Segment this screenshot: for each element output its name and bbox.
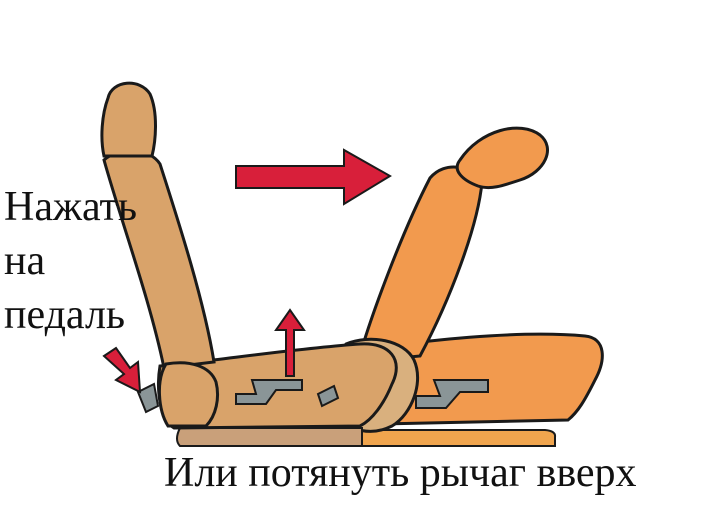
seat-original-position (100, 81, 398, 447)
seat-release-pedal (136, 382, 160, 414)
forward-arrow-icon (235, 148, 392, 206)
center-small-lever (316, 384, 340, 408)
upright-seat-headrest (100, 81, 157, 158)
seat-rail-tan (176, 427, 363, 447)
pedal-press-arrow-icon (102, 346, 142, 394)
pull-lever-caption: Или потянуть рычаг вверх (164, 450, 637, 496)
seat-rail-orange (355, 429, 557, 447)
lever-up-arrow-icon (274, 308, 306, 377)
reclined-seat-headrest (455, 126, 549, 190)
upright-seat-lever (235, 379, 303, 405)
reclined-seat-lever (415, 379, 489, 409)
reclined-seat-backrest (355, 165, 484, 364)
upright-seat-front-block (157, 361, 220, 428)
press-pedal-label: Нажать на педаль (4, 184, 138, 338)
